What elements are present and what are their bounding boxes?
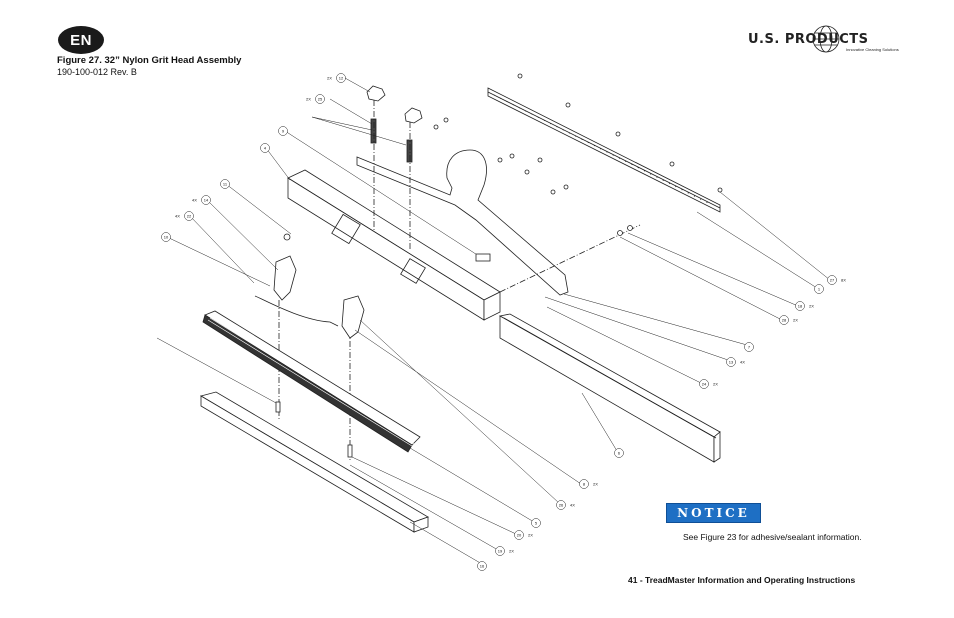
figure-revision: 190-100-012 Rev. B <box>57 67 137 77</box>
mount-bracket-part <box>356 149 569 296</box>
callout-bubble: 9 <box>278 126 288 136</box>
svg-text:7: 7 <box>748 345 751 350</box>
svg-text:4X: 4X <box>192 198 197 203</box>
callout-bubble: 5 <box>531 518 541 528</box>
figure-title: Figure 27. 32” Nylon Grit Head Assembly <box>57 55 242 66</box>
svg-text:26: 26 <box>559 503 564 508</box>
svg-text:28: 28 <box>782 318 787 323</box>
grit-brush-part <box>202 310 421 453</box>
globe-icon <box>812 25 840 53</box>
callout-bubble: 24 2X <box>699 379 718 389</box>
svg-text:9: 9 <box>282 129 285 134</box>
svg-text:4X: 4X <box>175 214 180 219</box>
svg-text:4X: 4X <box>740 360 745 365</box>
svg-text:2X: 2X <box>327 76 332 81</box>
logo-tagline: Innovative Cleaning Solutions <box>846 47 899 52</box>
callout-bubble: 20 2X <box>514 530 533 540</box>
svg-text:18: 18 <box>798 304 803 309</box>
svg-text:2X: 2X <box>509 549 514 554</box>
svg-text:1: 1 <box>818 287 821 292</box>
channel-part <box>498 313 721 463</box>
callout-bubble: 22 4X <box>175 211 194 221</box>
callout-bubble: 12 2X <box>327 73 346 83</box>
svg-text:25: 25 <box>318 97 323 102</box>
svg-text:6: 6 <box>618 451 621 456</box>
callout-bubble: 28 2X <box>779 315 798 325</box>
steel-rail-part <box>487 87 721 213</box>
callout-bubble: 13 4X <box>726 357 745 367</box>
page-footer: 41 - TreadMaster Information and Operati… <box>628 575 856 585</box>
callout-bubble: 10 <box>161 232 171 242</box>
svg-text:2X: 2X <box>528 533 533 538</box>
brand-logo: U.S. PRODUCTS Innovative Cleaning Soluti… <box>748 24 900 54</box>
svg-text:5: 5 <box>535 521 538 526</box>
svg-text:24: 24 <box>702 382 707 387</box>
svg-text:16: 16 <box>480 564 485 569</box>
callout-bubble: 1 <box>814 284 824 294</box>
callout-bubble: 18 2X <box>795 301 814 311</box>
callout-bubble: 25 2X <box>306 94 325 104</box>
svg-text:12: 12 <box>339 76 344 81</box>
foam-block-part <box>199 391 429 533</box>
svg-text:27: 27 <box>830 278 835 283</box>
svg-text:14: 14 <box>204 198 209 203</box>
svg-text:4: 4 <box>264 146 267 151</box>
callout-bubble: 16 <box>477 561 487 571</box>
svg-text:22: 22 <box>187 214 192 219</box>
callout-bubble: 11 <box>220 179 230 189</box>
callout-bubble: 7 <box>744 342 754 352</box>
notice-banner: NOTICE <box>666 503 761 523</box>
knob-part <box>366 85 423 163</box>
svg-text:19: 19 <box>498 549 503 554</box>
callout-bubble: 8 2X <box>579 479 598 489</box>
notice-label: NOTICE <box>677 506 750 520</box>
svg-text:10: 10 <box>164 235 169 240</box>
notice-text: See Figure 23 for adhesive/sealant infor… <box>683 532 862 542</box>
callout-bubble: 26 4X <box>556 500 575 510</box>
svg-text:11: 11 <box>223 182 228 187</box>
callout-bubble: 6 <box>614 448 624 458</box>
callout-bubble: 27 8X <box>827 275 846 285</box>
svg-text:2X: 2X <box>306 97 311 102</box>
svg-text:2X: 2X <box>713 382 718 387</box>
svg-text:8: 8 <box>583 482 586 487</box>
callout-bubble: 14 4X <box>192 195 211 205</box>
language-badge: EN <box>58 26 104 54</box>
svg-text:2X: 2X <box>793 318 798 323</box>
frame-tube-part <box>287 169 501 321</box>
svg-text:13: 13 <box>729 360 734 365</box>
svg-text:2X: 2X <box>593 482 598 487</box>
svg-text:2X: 2X <box>809 304 814 309</box>
svg-text:4X: 4X <box>570 503 575 508</box>
callout-bubble: 4 <box>260 143 270 153</box>
callout-bubble: 19 2X <box>495 546 514 556</box>
logo-wordmark: U.S. PRODUCTS <box>748 32 869 47</box>
svg-text:8X: 8X <box>841 278 846 283</box>
svg-text:20: 20 <box>517 533 522 538</box>
clamp-part <box>254 255 365 339</box>
